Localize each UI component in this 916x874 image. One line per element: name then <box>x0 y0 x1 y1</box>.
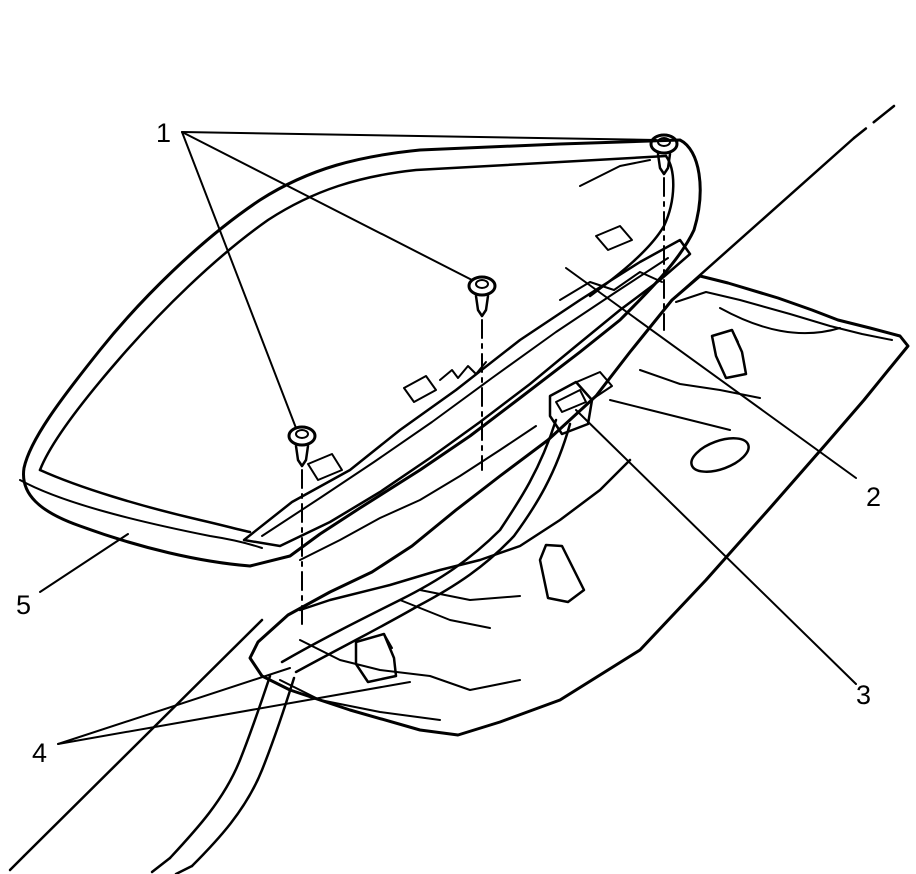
lamp-base <box>242 225 692 561</box>
lamp-lens <box>19 138 702 568</box>
screw-right <box>649 133 679 176</box>
callout-2: 2 <box>866 482 881 512</box>
callout-4: 4 <box>32 738 47 768</box>
callout-3: 3 <box>856 680 871 710</box>
screw-middle <box>467 275 497 318</box>
callout-1: 1 <box>156 118 171 148</box>
alignment-lines <box>301 177 665 625</box>
screw-left <box>287 425 317 468</box>
callout-5: 5 <box>16 590 31 620</box>
wiring-harness <box>168 371 613 868</box>
mounting-panel <box>248 274 910 737</box>
leader-lines <box>39 131 857 745</box>
construction-lines <box>8 104 896 874</box>
